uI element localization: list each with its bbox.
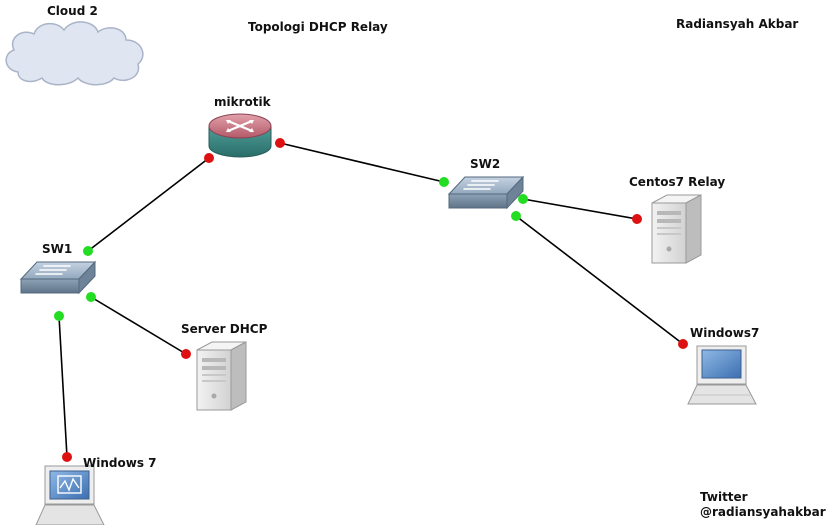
server-dhcp-label[interactable]: Server DHCP	[181, 322, 268, 336]
port-status-dot	[83, 246, 93, 256]
cloud-label[interactable]: Cloud 2	[47, 4, 98, 18]
router-label[interactable]: mikrotik	[214, 95, 271, 109]
sw1-label[interactable]: SW1	[42, 242, 73, 256]
link-sw1-server[interactable]	[90, 296, 187, 355]
port-status-dot	[86, 292, 96, 302]
server-icon[interactable]	[196, 341, 247, 411]
link-sw2-windows7-right[interactable]	[515, 215, 684, 345]
port-status-dot	[678, 339, 688, 349]
laptop-icon[interactable]	[687, 345, 757, 405]
port-status-dot	[54, 311, 64, 321]
link-router-sw1[interactable]	[87, 157, 210, 252]
twitter-handle: @radiansyahakbar	[700, 505, 826, 519]
windows7-left-label[interactable]: Windows 7	[83, 456, 157, 470]
sw2-label[interactable]: SW2	[470, 157, 501, 171]
port-indicators	[54, 138, 688, 462]
server-icon[interactable]	[651, 194, 702, 264]
port-status-dot	[204, 153, 214, 163]
port-status-dot	[181, 349, 191, 359]
link-router-sw2[interactable]	[279, 142, 445, 183]
diagram-title: Topologi DHCP Relay	[248, 20, 388, 34]
port-status-dot	[632, 214, 642, 224]
links	[58, 142, 684, 458]
port-status-dot	[439, 177, 449, 187]
port-status-dot	[518, 194, 528, 204]
link-sw2-centos[interactable]	[522, 198, 638, 220]
port-status-dot	[275, 138, 285, 148]
port-status-dot	[62, 452, 72, 462]
cloud-icon[interactable]	[5, 21, 144, 86]
port-status-dot	[511, 211, 521, 221]
switch-icon[interactable]	[447, 175, 525, 210]
author-label: Radiansyah Akbar	[676, 17, 799, 31]
laptop-icon[interactable]	[35, 465, 105, 525]
switch-icon[interactable]	[19, 260, 97, 295]
link-sw1-windows7-left[interactable]	[58, 315, 68, 458]
windows7-right-label[interactable]: Windows7	[690, 326, 760, 340]
twitter-label: Twitter	[700, 490, 748, 504]
router-icon[interactable]	[208, 113, 272, 158]
centos-relay-label[interactable]: Centos7 Relay	[629, 175, 726, 189]
